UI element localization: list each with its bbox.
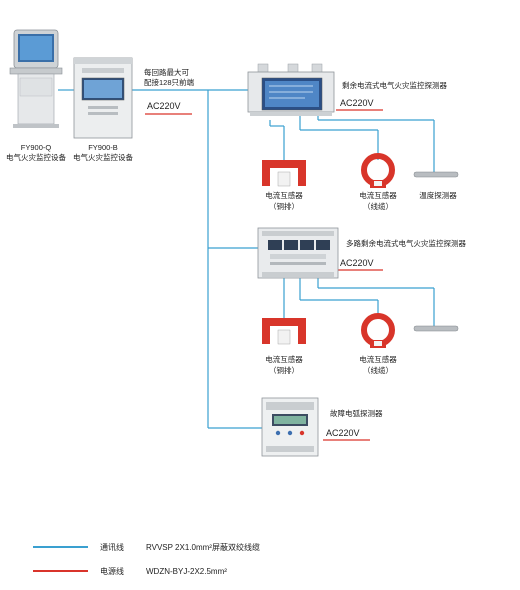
ac-label-residual: AC220V [340, 98, 374, 108]
ct-cable-sub: （线缆） [363, 201, 393, 211]
ac-label-main: AC220V [147, 101, 181, 111]
fy900q-desc: 电气火灾监控设备 [6, 152, 66, 162]
ct-cable-icon-2 [361, 313, 395, 348]
legend-comm-spec: RVVSP 2X1.0mm²屏蔽双绞线缆 [146, 542, 260, 552]
legend-comm-name: 通讯线 [100, 542, 124, 552]
ct-copper-sub: （铜排） [269, 201, 299, 211]
multi-detector-label: 多路剩余电流式电气火灾监控探测器 [346, 238, 466, 248]
bus-note-line1: 每回路最大可 [144, 67, 189, 77]
comm-bus [58, 89, 435, 429]
legend: 通讯线 RVVSP 2X1.0mm²屏蔽双绞线缆 电源线 WDZN-BYJ-2X… [33, 542, 260, 576]
fy900b-model: FY900-B [88, 143, 118, 152]
ct-cable-icon [361, 153, 395, 188]
ct-cable-label: 电流互感器 [359, 190, 397, 200]
fy900q-cabinet [9, 29, 63, 128]
fy900b-desc: 电气火灾监控设备 [73, 152, 133, 162]
temp-probe-label: 温度探测器 [419, 190, 457, 200]
residual-detector-label: 剩余电流式电气火灾监控探测器 [342, 80, 447, 90]
ac-label-arc: AC220V [326, 428, 360, 438]
residual-detector [247, 63, 335, 116]
fy900q-model: FY900-Q [21, 143, 52, 152]
bus-note-line2: 配接128只前端 [144, 77, 195, 87]
arc-detector [261, 397, 319, 457]
ct-copper-icon-2 [262, 318, 306, 345]
ct-copper-label-2: 电流互感器 [265, 354, 303, 364]
ct-copper-label: 电流互感器 [265, 190, 303, 200]
legend-power-spec: WDZN-BYJ-2X2.5mm² [146, 567, 227, 576]
arc-detector-label: 故障电弧探测器 [330, 408, 383, 418]
fy900b-panel [73, 57, 133, 139]
temp-probe-icon-2 [413, 325, 459, 332]
temp-probe-icon [413, 171, 459, 178]
ct-cable-label-2: 电流互感器 [359, 354, 397, 364]
legend-power-name: 电源线 [100, 566, 124, 576]
ct-cable-sub-2: （线缆） [363, 365, 393, 375]
multi-detector [257, 227, 339, 279]
power-lines [145, 109, 383, 441]
ct-copper-icon [262, 160, 306, 187]
ct-copper-sub-2: （铜排） [269, 365, 299, 375]
ac-label-multi: AC220V [340, 258, 374, 268]
